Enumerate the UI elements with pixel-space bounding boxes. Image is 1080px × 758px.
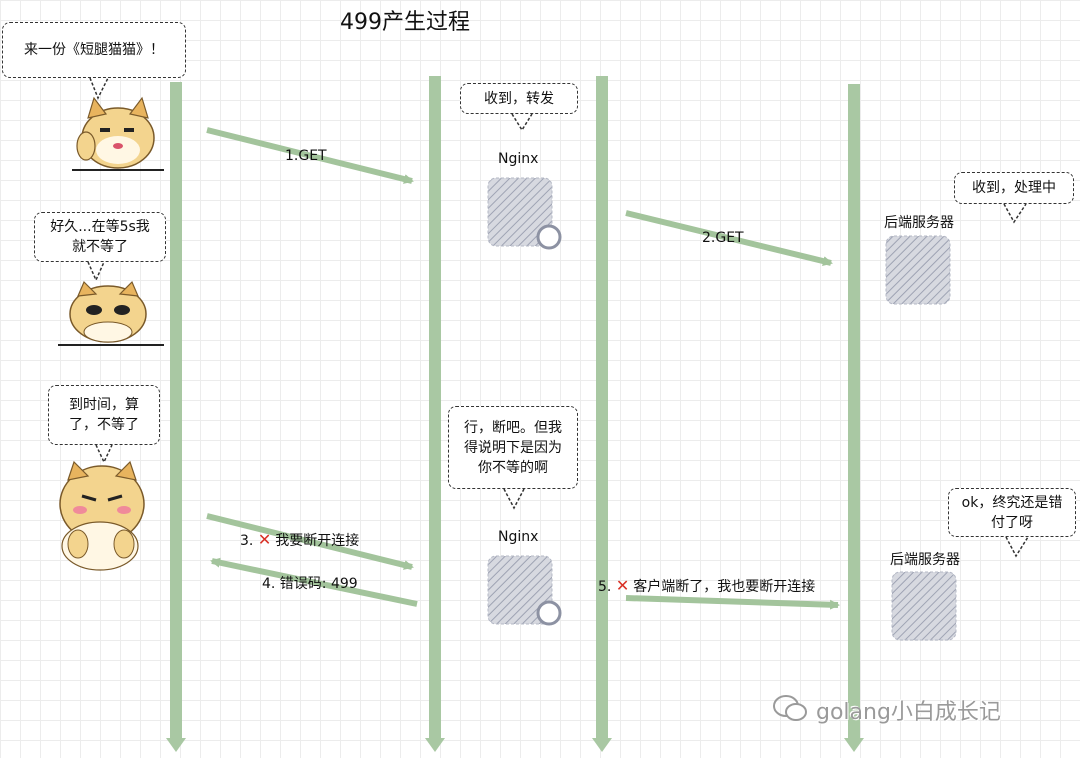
nginx-label-1: Nginx: [498, 151, 539, 167]
message-5-text: 客户端断了，我也要断开连接: [633, 579, 816, 595]
cross-icon: ✕: [257, 530, 272, 549]
arrow-1-get: [206, 127, 414, 184]
bubble-client-request: 来一份《短腿猫猫》！: [2, 22, 186, 78]
arrow-5-disconnect: [625, 595, 840, 610]
message-4-label: 4. 错误码: 499: [262, 576, 358, 592]
cross-icon: ✕: [615, 576, 630, 595]
bubble-tail: [89, 77, 109, 100]
nginx-label-2: Nginx: [498, 529, 539, 545]
message-2-label: 2.GET: [702, 230, 744, 246]
watermark-text: golang小白成长记: [816, 700, 1001, 725]
bubble-tail: [511, 113, 533, 132]
lifeline-nginx-backend: [592, 76, 612, 752]
bubble-backend-missed: ok，终究还是错 付了呀: [948, 488, 1076, 537]
arrow-2-get: [625, 210, 833, 266]
bubble-tail: [503, 488, 525, 510]
message-3-number: 3.: [240, 533, 254, 549]
message-3-text: 我要断开连接: [275, 533, 360, 549]
bubble-nginx-close: 行，断吧。但我 得说明下是因为 你不等的啊: [448, 406, 578, 489]
bubble-tail: [1005, 536, 1029, 558]
lifeline-client: [166, 82, 186, 752]
message-3-label: 3. ✕我要断开连接: [240, 530, 359, 550]
shiba-mascot-waiting: [58, 280, 164, 346]
arrow-4-error-499: [210, 557, 418, 607]
lifeline-backend: [844, 84, 864, 752]
message-1-label: 1.GET: [285, 148, 327, 164]
lifeline-nginx: [425, 76, 445, 752]
bubble-client-timeout: 到时间，算 了，不等了: [48, 385, 160, 445]
message-5-label: 5. ✕客户端断了，我也要断开连接: [598, 576, 815, 596]
bubble-nginx-forward: 收到，转发: [460, 83, 578, 114]
backend-server-icon-2: [891, 571, 957, 641]
nginx-server-icon-1: [487, 177, 562, 250]
shiba-mascot-waving: [72, 96, 164, 171]
bubble-tail: [95, 444, 113, 464]
bubble-client-waiting: 好久...在等5s我 就不等了: [34, 212, 166, 262]
arrow-3-disconnect: [206, 513, 414, 570]
bubble-backend-processing: 收到，处理中: [954, 172, 1074, 204]
wechat-icon: [773, 695, 807, 721]
backend-label-2: 后端服务器: [890, 552, 960, 568]
nginx-server-icon-2: [487, 555, 562, 626]
bubble-tail: [87, 261, 105, 282]
message-5-number: 5.: [598, 579, 612, 595]
backend-server-icon-1: [885, 235, 951, 305]
diagram-title: 499产生过程: [340, 10, 470, 35]
shiba-mascot-angry: [59, 460, 145, 571]
bubble-tail: [1003, 203, 1027, 224]
backend-label-1: 后端服务器: [884, 215, 954, 231]
